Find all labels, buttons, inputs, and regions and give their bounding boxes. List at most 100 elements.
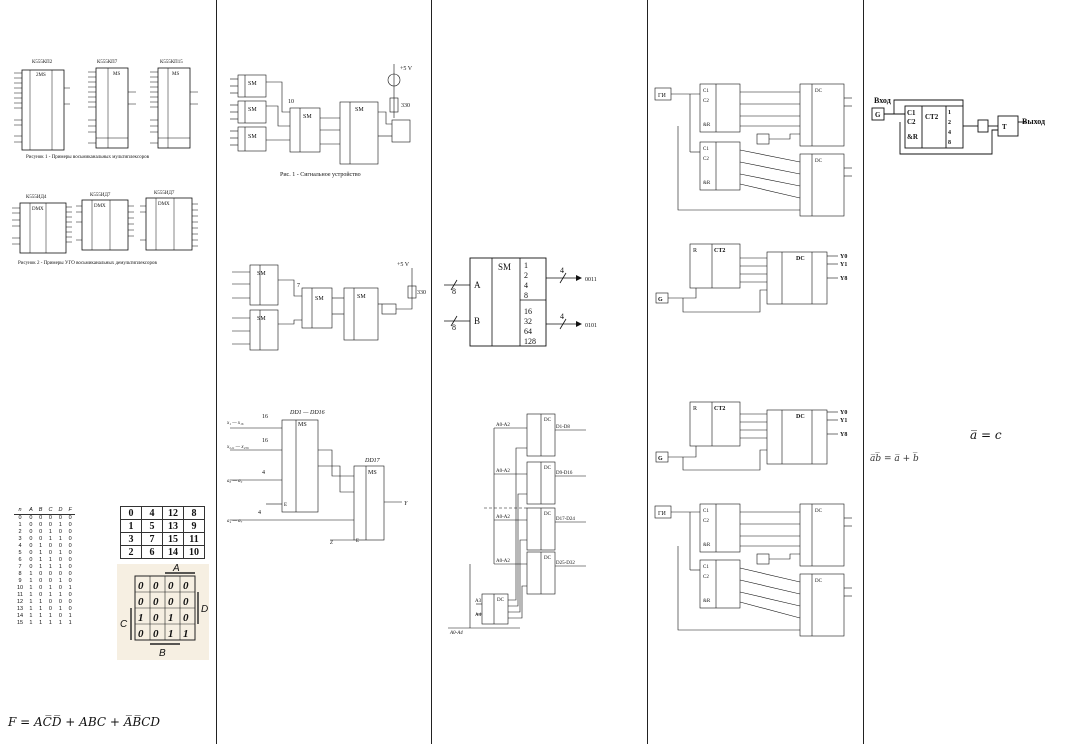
truth-table-cell: 0 (29, 529, 33, 535)
truth-table-cell: 0 (68, 606, 72, 612)
bus-width-a: 8 (452, 287, 456, 296)
out-width-2: 4 (560, 312, 564, 321)
truth-table-cell: 0 (68, 529, 72, 535)
kmap-cell: 0 (138, 596, 144, 608)
node-7: 7 (297, 283, 300, 289)
sm-label-4: SM (303, 114, 312, 120)
truth-table-cell: 1 (18, 522, 22, 528)
node-10: 10 (288, 99, 294, 105)
c2-label-2: C2 (703, 157, 709, 162)
truth-table-cell: 0 (29, 564, 33, 570)
and-r-label-2: &R (703, 181, 711, 186)
truth-table-cell: 0 (68, 515, 72, 521)
col1-drawing: К555КП2 2MS К555КП7 MS (12, 60, 209, 660)
truth-table-cell: 0 (39, 522, 43, 528)
and-r-label: &R (907, 133, 919, 141)
c1-label-4: C1 (703, 565, 709, 570)
mux-title-1: К555КП2 (32, 60, 53, 65)
c1-label-3: C1 (703, 509, 709, 514)
truth-table-cell: 9 (18, 578, 22, 584)
y8-output-1: Y8 (840, 276, 847, 282)
truth-table-cell: 1 (39, 620, 43, 626)
mux-chip-3: К555КП15 MS (150, 60, 198, 149)
sm-label-8: SM (315, 296, 324, 302)
kmap-cell: 1 (168, 612, 174, 624)
kmap-cell: 1 (183, 628, 189, 640)
bus-16-b: 16 (262, 438, 268, 444)
truth-table-cell: 1 (58, 564, 62, 570)
out-1: 1 (948, 110, 951, 116)
dc-label-c4-1: DC (815, 89, 823, 94)
truth-table-cell: 1 (48, 592, 52, 598)
truth-table-cell: 1 (58, 606, 62, 612)
truth-table-cell: 0 (48, 550, 52, 556)
truth-table-header: C (45, 507, 56, 515)
big-adder-input-a: A (474, 280, 481, 290)
truth-table-cell: 0 (58, 543, 62, 549)
truth-table-cell: 0 (58, 571, 62, 577)
truth-table-cell: 15 (17, 620, 24, 626)
r-label-1: R (693, 248, 697, 254)
addr-in-2: A0-A2 (496, 469, 510, 474)
big-adder-output-weight: 1 (524, 261, 528, 270)
fig2-caption: Рисунок 2 - Примеры УГО восьмиканальных … (18, 261, 158, 266)
truth-table-cell: 1 (68, 613, 72, 619)
kmap-cell: 0 (183, 596, 189, 608)
truth-table-cell: 1 (68, 585, 72, 591)
truth-table-cell: 0 (29, 515, 33, 521)
big-adder-input-b: B (474, 316, 480, 326)
ms-label-2: MS (368, 470, 377, 476)
out-2: 2 (948, 120, 951, 126)
truth-table-cell: 0 (48, 578, 52, 584)
dc-label-4: DC (544, 556, 552, 561)
truth-table-cell: 0 (58, 529, 62, 535)
addr-a3: A3 (475, 599, 482, 604)
truth-table-cell: 0 (58, 585, 62, 591)
truth-table-cell: 1 (48, 613, 52, 619)
c1-label-1: C1 (703, 89, 709, 94)
c2-label-1: C2 (703, 99, 709, 104)
truth-table-cell: 0 (68, 522, 72, 528)
truth-table-cell: 0 (39, 592, 43, 598)
truth-table-header: A (26, 507, 36, 515)
kmap-cell: 0 (153, 580, 159, 592)
truth-table-cell: 0 (29, 543, 33, 549)
sm-label-9: SM (357, 294, 366, 300)
dc-label-2: DC (544, 466, 552, 471)
g-input-2: G (658, 456, 663, 462)
dc-label-c4-2: DC (815, 159, 823, 164)
index-grid-cell: 10 (183, 545, 205, 559)
truth-table-cell: 0 (48, 522, 52, 528)
truth-table-cell: 0 (68, 592, 72, 598)
bus-width-b: 8 (452, 323, 456, 332)
truth-table-cell: 0 (58, 613, 62, 619)
and-r-label-4: &R (703, 599, 711, 604)
sm-label-3: SM (248, 134, 257, 140)
y0-output-1: Y0 (840, 254, 847, 260)
kmap-cell: 1 (168, 628, 174, 640)
truth-table-cell: 1 (29, 599, 33, 605)
kmap-cell: 0 (138, 580, 144, 592)
mux-title-3: К555КП15 (160, 60, 183, 65)
sm-label-2: SM (248, 107, 257, 113)
truth-table-cell: 4 (18, 543, 22, 549)
resistor-330-a: 330 (401, 103, 410, 109)
ms-label-1: MS (298, 422, 307, 428)
truth-table-cell: 1 (39, 599, 43, 605)
column-2 (217, 0, 432, 744)
truth-table-cell: 0 (29, 536, 33, 542)
signal-device (230, 64, 411, 165)
truth-table-cell: 0 (39, 578, 43, 584)
enable-e-1: E (284, 503, 287, 508)
